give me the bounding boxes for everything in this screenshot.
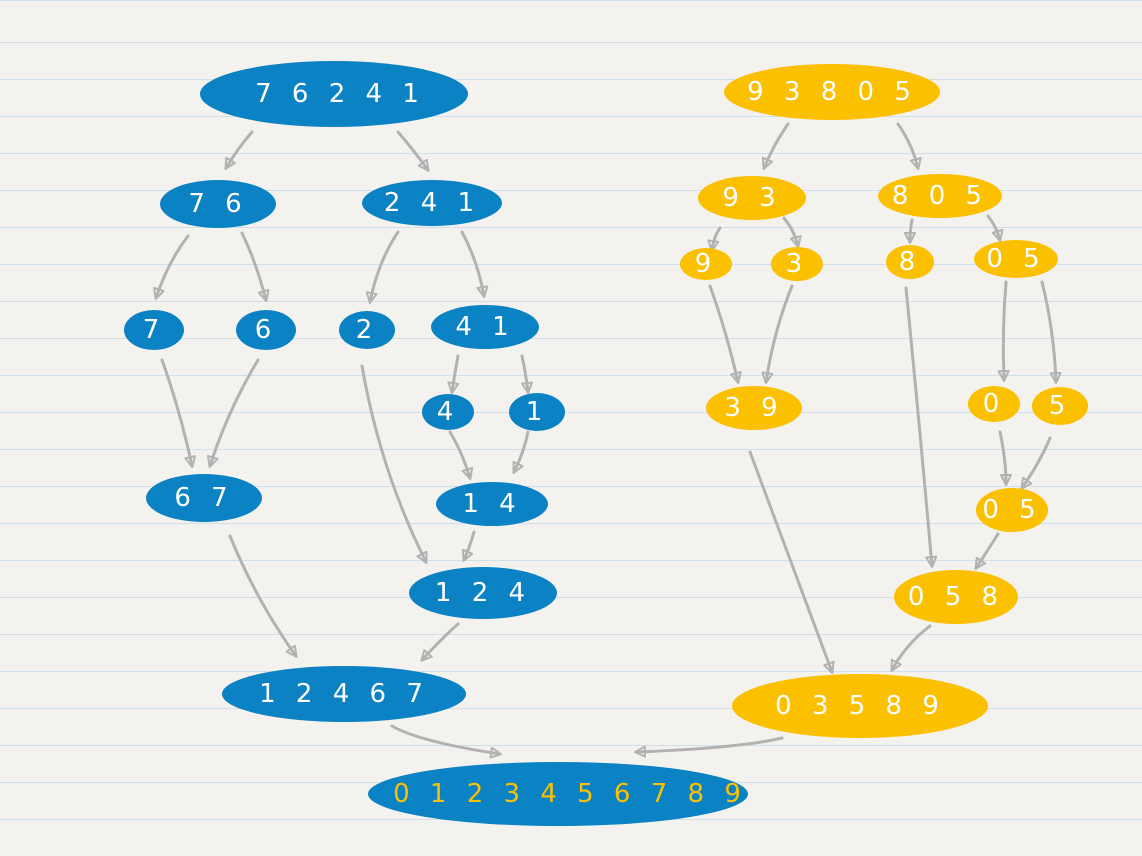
arrow — [634, 736, 784, 758]
node-right-39: 3 9 — [706, 386, 802, 430]
arrow — [890, 624, 932, 672]
node-label: 1 2 4 6 7 — [259, 679, 429, 709]
arrow — [228, 534, 298, 658]
node-left-41: 4 1 — [431, 305, 539, 349]
node-right-9: 9 — [680, 248, 732, 280]
arrow — [224, 130, 254, 170]
arrow — [782, 216, 802, 248]
node-left-76: 7 6 — [160, 180, 276, 228]
arrow — [160, 358, 197, 468]
node-label: 3 9 — [724, 393, 783, 423]
arrow — [153, 234, 190, 300]
node-label: 4 — [437, 397, 460, 427]
node-left-241: 2 4 1 — [362, 180, 502, 226]
node-final: 0 1 2 3 4 5 6 7 8 9 — [368, 762, 748, 826]
node-right-03589: 0 3 5 8 9 — [732, 674, 988, 738]
node-label: 7 — [143, 315, 166, 345]
node-label: 7 6 2 4 1 — [255, 79, 425, 109]
node-label: 7 6 — [188, 189, 247, 219]
node-left-12467: 1 2 4 6 7 — [222, 666, 466, 722]
node-right-058: 0 5 8 — [894, 570, 1018, 624]
node-right-root: 9 3 8 0 5 — [724, 64, 940, 120]
node-left-6: 6 — [236, 310, 296, 350]
node-label: 5 — [1049, 391, 1072, 421]
arrow — [448, 430, 474, 480]
node-left-4: 4 — [422, 394, 474, 430]
arrow — [240, 231, 270, 302]
arrow — [904, 286, 938, 568]
arrow — [396, 130, 430, 172]
node-label: 4 1 — [455, 312, 514, 342]
arrow — [1020, 436, 1052, 490]
node-right-05: 0 5 — [974, 240, 1058, 278]
arrow — [1040, 280, 1062, 384]
node-label: 2 — [356, 315, 379, 345]
node-left-7: 7 — [124, 310, 184, 350]
arrow — [360, 364, 428, 564]
final-label: 0 1 2 3 4 5 6 7 8 9 — [393, 779, 747, 809]
node-label: 0 5 — [982, 495, 1041, 525]
arrow — [365, 230, 400, 304]
arrow — [761, 284, 794, 384]
arrow — [761, 122, 790, 170]
arrow — [512, 430, 530, 474]
arrow — [520, 354, 533, 394]
node-label: 1 2 4 — [435, 578, 531, 608]
arrow — [748, 450, 835, 674]
arrow — [206, 358, 260, 468]
right-tree: 9 3 8 0 5 9 3 8 0 5 9 3 8 0 5 0 — [680, 64, 1088, 738]
node-label: 9 — [695, 249, 718, 279]
arrow — [904, 218, 917, 244]
left-tree: 7 6 2 4 1 7 6 2 4 1 7 6 2 4 1 4 — [124, 61, 565, 722]
node-label: 0 3 5 8 9 — [775, 691, 945, 721]
node-left-root: 7 6 2 4 1 — [200, 61, 468, 127]
node-left-124: 1 2 4 — [409, 567, 557, 619]
node-label: 8 — [899, 247, 922, 277]
node-label: 1 4 — [462, 489, 521, 519]
arrows — [153, 122, 1062, 759]
node-right-93: 9 3 — [698, 176, 806, 220]
node-label: 2 4 1 — [384, 188, 480, 218]
node-right-05-merged: 0 5 — [976, 488, 1048, 532]
node-label: 0 — [983, 389, 1006, 419]
arrow — [461, 530, 476, 562]
arrow — [986, 214, 1004, 242]
arrow — [998, 430, 1012, 486]
node-label: 1 — [526, 397, 549, 427]
node-right-8: 8 — [886, 245, 934, 279]
node-label: 0 5 8 — [908, 582, 1004, 612]
arrow — [420, 622, 460, 662]
node-label: 9 3 — [722, 183, 781, 213]
arrow — [708, 284, 742, 384]
arrow — [460, 230, 489, 298]
arrow — [707, 226, 722, 252]
node-right-3: 3 — [771, 247, 823, 281]
arrow — [997, 280, 1010, 382]
arrow — [974, 532, 1000, 570]
node-label: 8 0 5 — [892, 181, 988, 211]
node-label: 6 — [255, 315, 278, 345]
node-right-805: 8 0 5 — [878, 174, 1002, 218]
node-label: 6 7 — [174, 483, 233, 513]
node-left-2: 2 — [339, 311, 395, 349]
arrow — [390, 724, 502, 759]
node-left-14: 1 4 — [436, 482, 548, 526]
arrow — [447, 354, 460, 394]
node-right-0: 0 — [968, 386, 1020, 422]
node-label: 0 5 — [986, 244, 1045, 274]
arrow — [896, 122, 922, 170]
node-label: 3 — [786, 249, 809, 279]
node-right-5: 5 — [1032, 387, 1088, 425]
node-left-1: 1 — [509, 393, 565, 431]
node-label: 9 3 8 0 5 — [747, 77, 917, 107]
node-left-67: 6 7 — [146, 474, 262, 522]
